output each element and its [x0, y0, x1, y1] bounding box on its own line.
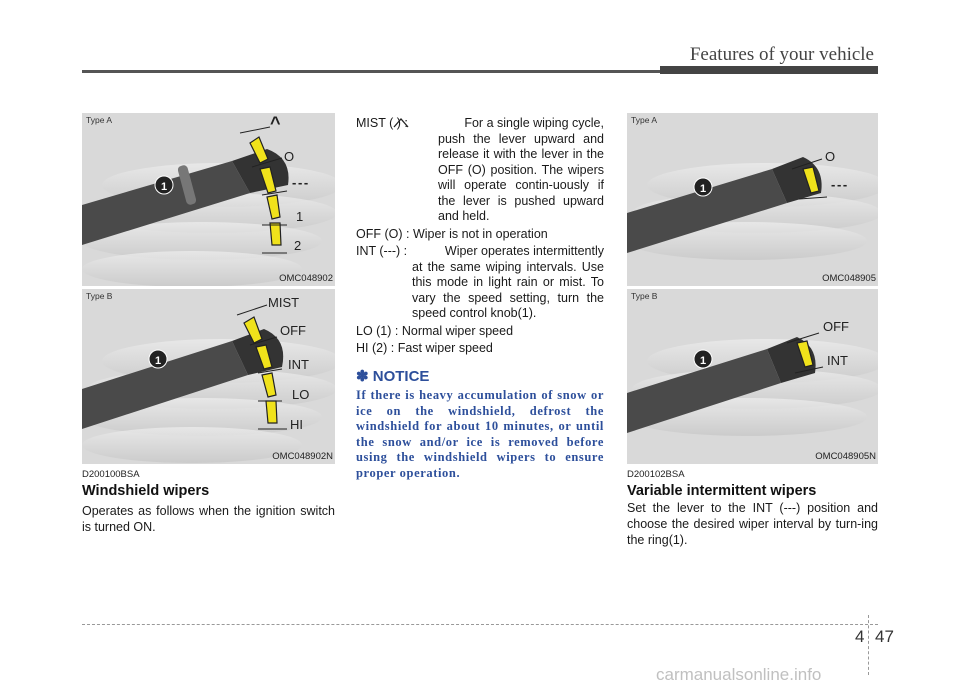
- lever-label-int: - - -: [831, 177, 847, 192]
- svg-text:1: 1: [700, 183, 706, 195]
- watermark: carmanualsonline.info: [656, 665, 822, 684]
- wiper-lever-illustration: 1: [627, 157, 878, 260]
- lever-label-off: OFF: [823, 319, 849, 334]
- lever-label-int: INT: [827, 353, 848, 368]
- figure-code: OMC048905N: [815, 451, 876, 462]
- wiper-mode-list: MIST ( ) : For a single wiping cycle, pu…: [356, 116, 604, 481]
- figure-type-label: Type A: [631, 115, 657, 125]
- mist-symbol-icon: [393, 118, 409, 128]
- arrow-up-icon: [249, 136, 269, 164]
- lever-label-hi: 2: [294, 238, 302, 253]
- mode-desc-cont: at the same wiping intervals. Use this m…: [412, 259, 604, 321]
- figure-code: OMC048902N: [272, 451, 333, 462]
- figure-wiper-type-b-left: 1 Type B MIST OFF INT LO HI OMC048902N: [82, 289, 335, 464]
- notice-title: ✽ NOTICE: [356, 367, 430, 385]
- svg-text:1: 1: [155, 355, 161, 367]
- lever-label-hi: HI: [290, 417, 303, 432]
- wiper-lever-illustration: 1: [82, 126, 335, 286]
- mode-entry-hi: HI (2) : Fast wiper speed: [356, 341, 604, 357]
- figure-code: OMC048905: [822, 273, 876, 284]
- mode-entry-lo: LO (1) : Normal wiper speed: [356, 324, 604, 340]
- mode-desc: Wiper operates intermittently: [444, 244, 604, 258]
- section-body: Set the lever to the INT (---) position …: [627, 501, 878, 547]
- figure-wiper-type-b-right: 1 Type B OFF INT OMC048905N: [627, 289, 878, 464]
- arrow-down-icon: [796, 340, 814, 368]
- figure-type-label: Type B: [631, 291, 658, 301]
- section-code: D200102BSA: [627, 469, 685, 480]
- arrow-up-icon: [243, 316, 263, 344]
- svg-text:1: 1: [700, 355, 706, 367]
- mode-desc: Normal wiper speed: [401, 323, 514, 338]
- section-title: Windshield wipers: [82, 483, 210, 499]
- arrow-down-icon: [802, 166, 820, 194]
- figure-type-label: Type B: [86, 291, 113, 301]
- wiper-lever-illustration: 1: [627, 332, 878, 436]
- svg-text:1: 1: [161, 181, 167, 193]
- chapter-number: 4: [855, 627, 865, 646]
- section-body: Operates as follows when the ignition sw…: [82, 504, 335, 534]
- notice-body: If there is heavy accumulation of snow o…: [356, 388, 604, 480]
- lever-label-int: INT: [288, 357, 309, 372]
- arrow-down-icon: [259, 166, 282, 246]
- lever-label-int: - - -: [292, 175, 308, 190]
- figure-wiper-type-a-left: 1 Type A ^ O - - - 1 2 OMC048902: [82, 113, 335, 286]
- mode-desc-cont: push the lever upward and release it wit…: [438, 131, 604, 224]
- header-title: Features of your vehicle: [689, 44, 874, 65]
- arrow-down-icon: [255, 344, 278, 424]
- mode-term: HI (2) :: [356, 341, 395, 355]
- lever-label-lo: 1: [296, 209, 304, 224]
- figure-type-label: Type A: [86, 115, 112, 125]
- lever-label-off: O: [825, 149, 836, 164]
- mode-entry-int: INT (---) : Wiper operates intermittentl…: [356, 244, 604, 322]
- mode-desc: Fast wiper speed: [397, 341, 493, 355]
- mode-term: LO (1) :: [356, 323, 399, 338]
- lever-label-mist: ^: [270, 113, 281, 133]
- lever-label-off: OFF: [280, 323, 306, 338]
- header-accent-bar: [660, 66, 878, 74]
- mode-term: OFF (O) :: [356, 226, 410, 241]
- section-title: Variable intermittent wipers: [627, 483, 817, 499]
- mode-term: INT (---) :: [356, 244, 408, 258]
- figure-wiper-type-a-right: 1 Type A O - - - OMC048905: [627, 113, 878, 286]
- page-number: 47: [875, 627, 894, 646]
- wiper-lever-illustration: 1: [82, 304, 335, 463]
- lever-label-mist: MIST: [268, 295, 300, 310]
- header-rule: [82, 70, 660, 73]
- page-separator: [868, 615, 869, 675]
- section-code: D200100BSA: [82, 469, 140, 480]
- mode-desc: For a single wiping cycle,: [464, 116, 604, 130]
- lever-label-lo: LO: [292, 387, 310, 402]
- mode-entry-mist: MIST ( ) : For a single wiping cycle, pu…: [356, 116, 604, 225]
- mode-entry-off: OFF (O) : Wiper is not in operation: [356, 227, 604, 243]
- lever-label-off: O: [284, 149, 295, 164]
- mode-desc: Wiper is not in operation: [412, 226, 548, 241]
- footer-rule: [82, 624, 878, 625]
- figure-code: OMC048902: [279, 273, 333, 284]
